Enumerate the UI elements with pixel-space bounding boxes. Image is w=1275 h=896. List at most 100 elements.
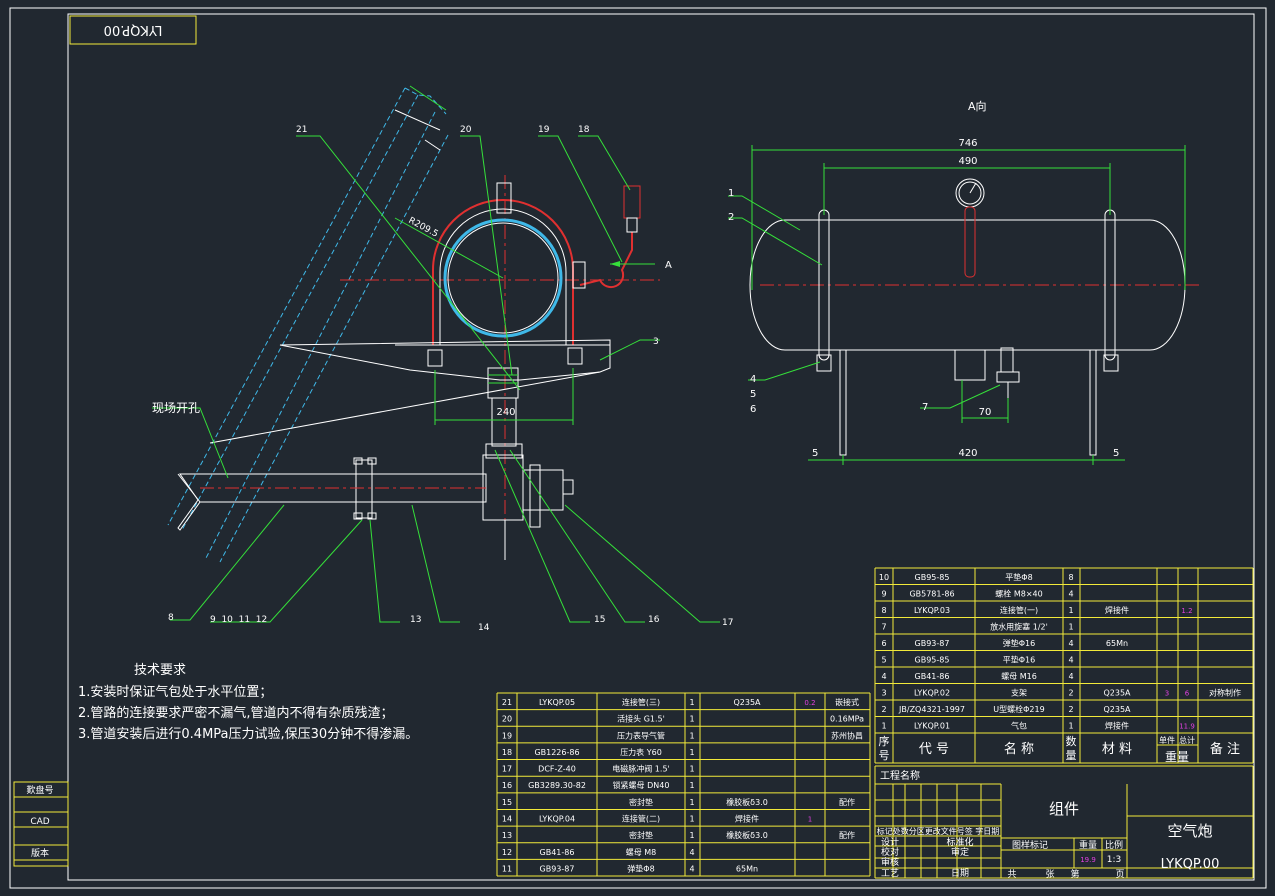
- bom-material: 焊接件: [1105, 721, 1129, 731]
- bom-name: 螺栓 M8×40: [995, 589, 1042, 599]
- bom-qty: 8: [1068, 573, 1073, 582]
- bom-qty: 1: [689, 748, 694, 757]
- inner-border: [67, 13, 1255, 881]
- bom-no: 7: [881, 623, 886, 632]
- bom-qty: 2: [1068, 689, 1073, 698]
- bom-no: 3: [881, 689, 886, 698]
- bom-code: LYKQP.02: [914, 689, 950, 698]
- assembly-name: 组件: [1049, 800, 1079, 818]
- bom-code: LYKQP.04: [539, 814, 575, 823]
- bom-code: DCF-Z-40: [538, 765, 576, 774]
- bom-header-qty: 量: [1066, 749, 1077, 762]
- bom-name: 压力表导气管: [617, 730, 665, 740]
- bom-qty: 1: [1068, 623, 1073, 632]
- page-label: 页: [1115, 869, 1124, 880]
- bom-no: 11: [502, 864, 512, 873]
- callout-1: 1: [728, 188, 734, 199]
- bom-no: 16: [502, 781, 512, 790]
- bom-no: 13: [502, 831, 512, 840]
- stage-label: 图样标记: [1012, 839, 1048, 851]
- bom-code: GB1226-86: [534, 748, 579, 757]
- bom-no: 10: [879, 573, 889, 582]
- bom-code: GB95-85: [915, 573, 950, 582]
- bom-material: 橡胶板δ3.0: [726, 797, 768, 807]
- bom-qty: 1: [689, 831, 694, 840]
- bom-code: GB93-87: [915, 639, 950, 648]
- callout-19: 19: [538, 125, 550, 135]
- bom-code: JB/ZQ4321-1997: [898, 705, 965, 714]
- bom-qty: 1: [689, 698, 694, 707]
- rotated-drawing-no: LYKQP.00: [104, 22, 163, 37]
- bom-material: 65Mn: [736, 864, 758, 873]
- bom-note: 对称制作: [1209, 688, 1241, 698]
- bom-no: 12: [502, 848, 512, 857]
- bom-no: 1: [881, 722, 886, 731]
- bom-no: 14: [502, 814, 512, 823]
- bom-name: 平垫Φ16: [1003, 655, 1035, 665]
- view-a-title: A向: [968, 99, 987, 113]
- bom-header-weight: 重量: [1165, 750, 1189, 764]
- bom-qty: 1: [689, 765, 694, 774]
- approve-label: 审定: [951, 846, 969, 858]
- bom-material: Q235A: [1103, 705, 1131, 714]
- dim-490: 490: [958, 156, 977, 167]
- bom-no: 9: [881, 590, 886, 599]
- bom-qty: 4: [1068, 590, 1073, 599]
- dim-420: 420: [958, 448, 977, 459]
- bom-qty: 4: [1068, 672, 1073, 681]
- bom-note: 配作: [839, 797, 855, 807]
- review-label: 审核: [881, 856, 899, 868]
- bom-code: LYKQP.03: [914, 606, 950, 615]
- bom-no: 18: [502, 748, 512, 757]
- bom-header-no: 号: [879, 749, 890, 762]
- bom-code: GB5781-86: [909, 590, 954, 599]
- site-hole-label: 现场开孔: [152, 401, 200, 415]
- bom-name: 活接头 G1.5': [617, 714, 665, 724]
- callout-16: 16: [648, 615, 660, 625]
- dim-240: 240: [496, 407, 515, 418]
- bom-no: 5: [881, 656, 886, 665]
- callout-7: 7: [922, 402, 928, 413]
- bom-qty: 4: [689, 848, 694, 857]
- bom-header-note: 备 注: [1210, 741, 1240, 757]
- view-a: A向: [728, 99, 1200, 465]
- bom-name: 连接管(二): [622, 813, 660, 823]
- bom-material: Q235A: [733, 698, 761, 707]
- stamp-version: 版本: [31, 847, 49, 859]
- tank-body: [749, 219, 1186, 351]
- bom-total-weight: 6: [1185, 690, 1190, 698]
- callout-4: 4: [750, 374, 756, 385]
- u-bolt: [432, 199, 574, 345]
- bom-name: 支架: [1011, 688, 1027, 698]
- bom-qty: 1: [689, 715, 694, 724]
- bom-name: 密封垫: [629, 830, 653, 840]
- bom-name: 密封垫: [629, 797, 653, 807]
- bom-no: 2: [881, 705, 886, 714]
- design-label: 设计: [881, 836, 899, 848]
- callout-17: 17: [722, 618, 733, 628]
- bom-no: 17: [502, 765, 512, 774]
- tech-line-2: 2.管路的连接要求严密不漏气,管道内不得有杂质残渣；: [78, 705, 394, 721]
- bom-header-total: 总计: [1179, 735, 1195, 745]
- bom-header-name: 名 称: [1004, 741, 1034, 757]
- bom-qty: 1: [1068, 606, 1073, 615]
- bom-code: GB3289.30-82: [528, 781, 586, 790]
- bom-name: 平垫Φ8: [1005, 572, 1032, 582]
- drawing-number: LYKQP.00: [1161, 857, 1220, 872]
- bom-material: Q235A: [1103, 689, 1131, 698]
- craft-label: 工艺: [881, 868, 899, 879]
- standardization-label: 标准化: [946, 836, 973, 848]
- callout-14: 14: [478, 623, 490, 633]
- bom-no: 21: [502, 698, 512, 707]
- callout-5: 5: [750, 389, 756, 400]
- bom-name: 连接管(一): [1000, 605, 1038, 615]
- callout-9-12: 9 10 11 12: [210, 615, 267, 625]
- side-view: A 240 R209.5 21 20 19 18 3 8: [152, 85, 733, 633]
- bom-qty: 1: [689, 814, 694, 823]
- bom-no: 6: [881, 639, 886, 648]
- callout-2: 2: [728, 212, 734, 223]
- callout-6: 6: [750, 404, 756, 415]
- bom-name: U型螺栓Φ219: [993, 704, 1044, 714]
